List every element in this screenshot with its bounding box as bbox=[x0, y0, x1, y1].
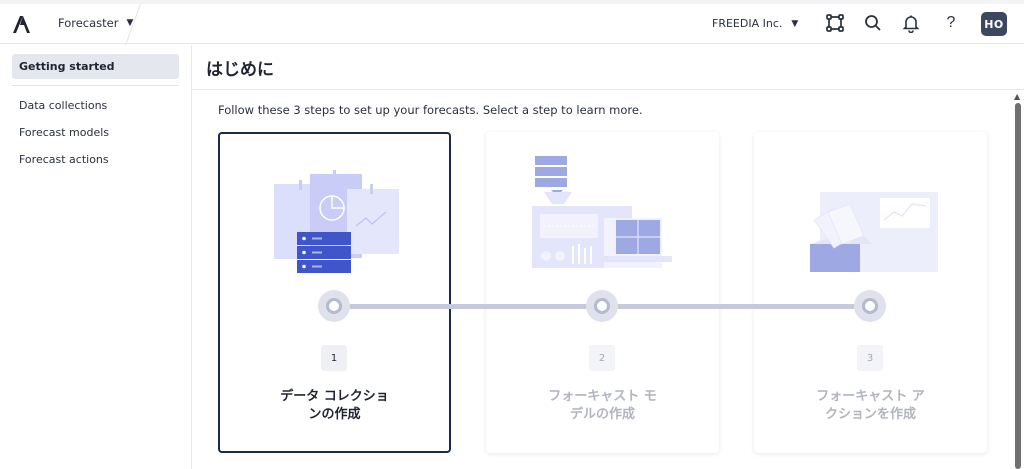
app-switcher[interactable]: Forecaster ▼ bbox=[58, 16, 133, 30]
top-edge bbox=[0, 0, 1024, 4]
intro-text: Follow these 3 steps to set up your fore… bbox=[218, 103, 643, 117]
scrollbar-thumb[interactable] bbox=[1015, 103, 1021, 469]
search-icon[interactable] bbox=[862, 12, 884, 34]
chevron-down-icon: ▼ bbox=[791, 18, 799, 29]
step-dot-1 bbox=[318, 290, 350, 322]
sidebar-item-getting-started[interactable]: Getting started bbox=[12, 54, 179, 79]
step-card-1[interactable] bbox=[218, 132, 451, 453]
forecast-model-illustration bbox=[532, 156, 672, 268]
step-label-1: データ コレクショ ンの作成 bbox=[218, 388, 451, 424]
step-number-1: 1 bbox=[321, 345, 347, 371]
sidebar: Getting started Data collections Forecas… bbox=[0, 45, 192, 469]
step-number-2: 2 bbox=[589, 345, 615, 371]
step-dot-3 bbox=[854, 290, 886, 322]
step-label-line: データ コレクショ bbox=[280, 389, 389, 404]
page-title: はじめに bbox=[206, 60, 274, 80]
step-dot-2 bbox=[586, 290, 618, 322]
step-label-line: デルの作成 bbox=[569, 407, 635, 422]
nodes-icon[interactable] bbox=[824, 12, 846, 34]
logo-icon[interactable] bbox=[12, 15, 32, 33]
top-bar: Forecaster ▼ FREEDIA Inc. ▼ ? HO bbox=[0, 0, 1024, 46]
sidebar-divider bbox=[12, 85, 179, 86]
sidebar-item-data-collections[interactable]: Data collections bbox=[19, 99, 108, 112]
step-label-3: フォーキャスト ア クションを作成 bbox=[754, 388, 987, 424]
step-number-3: 3 bbox=[857, 345, 883, 371]
forecast-action-illustration bbox=[810, 192, 938, 272]
sidebar-item-forecast-models[interactable]: Forecast models bbox=[19, 126, 110, 139]
step-label-line: フォーキャスト ア bbox=[816, 389, 925, 404]
org-name: FREEDIA Inc. bbox=[712, 17, 783, 30]
step-label-line: クションを作成 bbox=[824, 407, 916, 422]
bell-icon[interactable] bbox=[900, 12, 922, 34]
sidebar-item-forecast-actions[interactable]: Forecast actions bbox=[19, 153, 109, 166]
help-icon[interactable]: ? bbox=[946, 14, 956, 31]
chevron-down-icon: ▼ bbox=[126, 18, 134, 28]
org-switcher[interactable]: FREEDIA Inc. ▼ bbox=[712, 17, 798, 30]
step-label-line: フォーキャスト モ bbox=[548, 389, 657, 404]
title-divider bbox=[192, 89, 1024, 90]
step-label-line: ンの作成 bbox=[308, 407, 361, 422]
data-collection-illustration bbox=[274, 170, 399, 273]
app-name: Forecaster bbox=[58, 16, 119, 30]
step-label-2: フォーキャスト モ デルの作成 bbox=[486, 388, 719, 424]
avatar[interactable]: HO bbox=[981, 12, 1007, 36]
scroll-up-icon[interactable]: ▲ bbox=[1014, 92, 1021, 101]
